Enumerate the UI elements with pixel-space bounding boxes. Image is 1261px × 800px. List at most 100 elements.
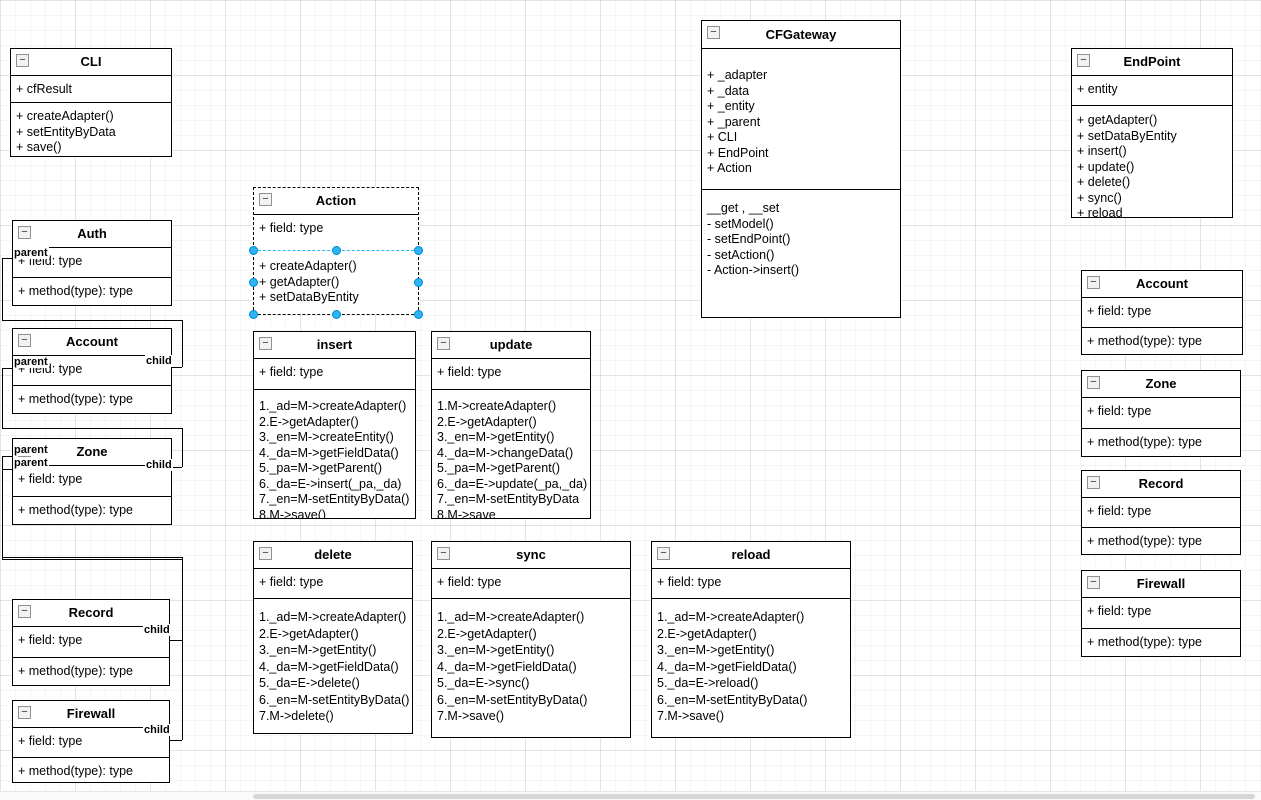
class-header: − Auth	[13, 221, 171, 247]
collapse-icon[interactable]: −	[1077, 54, 1090, 67]
class-firewall-left[interactable]: − Firewall + field: type + method(type):…	[12, 700, 170, 783]
collapse-icon[interactable]: −	[437, 547, 450, 560]
member-line: 4._da=M->getFieldData()	[657, 659, 797, 674]
collapse-icon[interactable]: −	[1087, 276, 1100, 289]
edge-label-child[interactable]: child	[145, 459, 173, 471]
member-line: + method(type): type	[1087, 635, 1202, 649]
member-line: + method(type): type	[1087, 534, 1202, 548]
class-header: − CLI	[11, 49, 171, 75]
class-header: − reload	[652, 542, 850, 568]
collapse-icon[interactable]: −	[1087, 376, 1100, 389]
class-header: − Account	[13, 329, 171, 355]
edge-zone-firewall[interactable]	[2, 469, 12, 470]
collapse-icon[interactable]: −	[259, 193, 272, 206]
edge-zone-firewall[interactable]	[170, 740, 182, 741]
member-line: 7.M->save()	[437, 709, 505, 723]
member-line: 4._da=M->changeData()	[437, 445, 574, 460]
edge-auth-account[interactable]	[172, 367, 182, 368]
edge-auth-account[interactable]	[2, 258, 12, 259]
collapse-icon[interactable]: −	[16, 54, 29, 67]
class-cfgateway[interactable]: − CFGateway + _adapter+ _data+ _entity+ …	[701, 20, 901, 318]
edge-label-child[interactable]: child	[145, 355, 173, 367]
member-line: + save()	[16, 140, 62, 154]
edge-label-child[interactable]: child	[143, 624, 171, 636]
class-auth[interactable]: − Auth + field: type + method(type): typ…	[12, 220, 172, 306]
member-line: 7._en=M-setEntityByData()	[259, 492, 410, 506]
class-insert[interactable]: − insert + field: type 1._ad=M->createAd…	[253, 331, 416, 519]
class-sync[interactable]: − sync + field: type 1._ad=M->createAdap…	[431, 541, 631, 738]
edge-account-zone[interactable]	[2, 368, 3, 428]
collapse-icon[interactable]: −	[18, 334, 31, 347]
methods-compartment: __get , __set- setModel()- setEndPoint()…	[702, 189, 900, 317]
selection-handle[interactable]	[332, 310, 341, 319]
class-reload[interactable]: − reload + field: type 1._ad=M->createAd…	[651, 541, 851, 738]
member-line: 4._da=M->getFieldData()	[437, 659, 577, 674]
attributes-compartment: + field: type	[254, 214, 418, 251]
member-line: 2.E->getAdapter()	[259, 414, 359, 429]
edge-zone-record[interactable]	[2, 557, 182, 558]
collapse-icon[interactable]: −	[707, 26, 720, 39]
class-title: Account	[66, 334, 118, 349]
class-title: Auth	[77, 226, 107, 241]
collapse-icon[interactable]: −	[1087, 476, 1100, 489]
edge-auth-account[interactable]	[2, 320, 182, 321]
edge-zone-firewall[interactable]	[2, 559, 182, 560]
class-cli[interactable]: − CLI + cfResult + createAdapter()+ setE…	[10, 48, 172, 157]
member-line: 3._en=M->getEntity()	[259, 643, 377, 657]
collapse-icon[interactable]: −	[1087, 576, 1100, 589]
collapse-icon[interactable]: −	[259, 337, 272, 350]
member-line: 2.E->getAdapter()	[259, 626, 359, 641]
collapse-icon[interactable]: −	[437, 337, 450, 350]
class-account-left[interactable]: − Account + field: type + method(type): …	[12, 328, 172, 414]
collapse-icon[interactable]: −	[259, 547, 272, 560]
edge-zone-record[interactable]	[170, 640, 182, 641]
edge-auth-account[interactable]	[182, 320, 183, 367]
member-line: + field: type	[259, 221, 324, 235]
methods-compartment: + method(type): type	[13, 277, 171, 305]
edge-label-parent[interactable]: parent	[13, 356, 49, 368]
methods-compartment: + getAdapter()+ setDataByEntity+ insert(…	[1072, 105, 1232, 217]
class-record-left[interactable]: − Record + field: type + method(type): t…	[12, 599, 170, 686]
edge-label-parent[interactable]: parent	[13, 247, 49, 259]
selection-handle[interactable]	[332, 246, 341, 255]
class-firewall-right[interactable]: − Firewall + field: type + method(type):…	[1081, 570, 1241, 657]
edge-account-zone[interactable]	[172, 467, 182, 468]
class-account-right[interactable]: − Account + field: type + method(type): …	[1081, 270, 1243, 355]
edge-zone-firewall[interactable]	[182, 559, 183, 740]
member-line: 5._pa=M->getParent()	[259, 461, 382, 475]
member-line: + method(type): type	[18, 392, 133, 406]
edge-label-parent[interactable]: parent	[13, 444, 49, 456]
edge-zone-firewall[interactable]	[2, 469, 3, 559]
collapse-icon[interactable]: −	[18, 706, 31, 719]
selection-handle[interactable]	[249, 278, 258, 287]
class-zone-right[interactable]: − Zone + field: type + method(type): typ…	[1081, 370, 1241, 457]
class-zone-left[interactable]: − Zone + field: type + method(type): typ…	[12, 438, 172, 525]
horizontal-scrollbar-track[interactable]	[0, 791, 1261, 800]
edge-label-parent[interactable]: parent	[13, 457, 49, 469]
edge-label-child[interactable]: child	[143, 724, 171, 736]
member-line: + field: type	[1087, 604, 1152, 618]
edge-zone-record[interactable]	[2, 456, 12, 457]
class-title: CFGateway	[765, 27, 837, 42]
member-line: - setModel()	[707, 216, 774, 231]
collapse-icon[interactable]: −	[18, 226, 31, 239]
class-delete[interactable]: − delete + field: type 1._ad=M->createAd…	[253, 541, 413, 734]
collapse-icon[interactable]: −	[18, 605, 31, 618]
edge-account-zone[interactable]	[182, 428, 183, 467]
selection-handle[interactable]	[414, 246, 423, 255]
methods-compartment: + method(type): type	[13, 496, 171, 524]
edge-auth-account[interactable]	[2, 258, 3, 320]
collapse-icon[interactable]: −	[657, 547, 670, 560]
member-line: 3._en=M->getEntity()	[657, 643, 775, 657]
class-update[interactable]: − update + field: type 1.M->createAdapte…	[431, 331, 591, 519]
edge-account-zone[interactable]	[2, 428, 182, 429]
selection-handle[interactable]	[414, 278, 423, 287]
class-record-right[interactable]: − Record + field: type + method(type): t…	[1081, 470, 1241, 555]
horizontal-scrollbar-thumb[interactable]	[253, 794, 1255, 799]
edge-account-zone[interactable]	[2, 368, 12, 369]
selection-handle[interactable]	[249, 310, 258, 319]
class-endpoint[interactable]: − EndPoint + entity + getAdapter()+ setD…	[1071, 48, 1233, 218]
selection-handle[interactable]	[414, 310, 423, 319]
selection-handle[interactable]	[249, 246, 258, 255]
